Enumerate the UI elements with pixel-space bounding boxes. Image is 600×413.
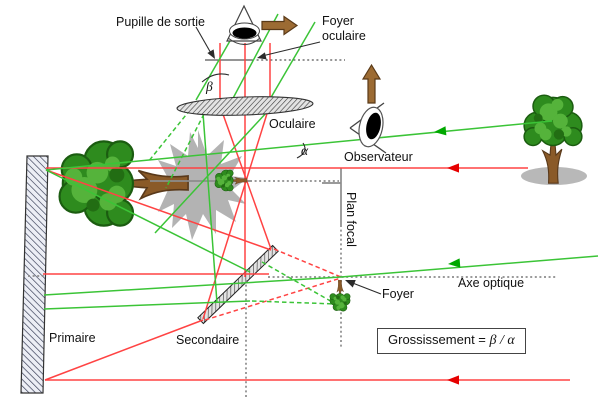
foyer-oculaire-pointer-arrowhead [257,52,267,60]
eye-top-icon [226,4,262,46]
label-pointers [195,26,382,295]
eyepiece-focus-label-line2: oculaire [322,29,366,43]
green-ray-dashed-focus-2 [251,300,337,305]
green-arrowhead-observer [434,126,447,136]
green-ray-lower [43,300,251,310]
observer-eye-icon [349,102,387,154]
magnification-formula: Grossissement = β / α [377,328,526,354]
green-ray-primary-secondary [45,169,251,273]
foyer-pointer [349,281,382,295]
formula-lhs: Grossissement = [388,332,490,347]
green-ray-arrowheads [434,126,461,268]
formula-rhs: β / α [489,333,515,348]
red-arrowhead-bottom [447,375,459,385]
beta-angle-label: β [206,79,213,94]
secondary-mirror-label: Secondaire [176,333,240,347]
green-ray-exit-3 [265,21,316,107]
green-ray-dashed-virtual-1 [147,109,191,163]
red-ray-dashed-to-focus-2 [204,277,342,321]
green-ray-dashed-focus-1 [261,261,335,304]
image-direction-up-arrow-icon [361,63,382,104]
eyepiece-focus-label-line1: Foyer [322,14,354,28]
green-ray-ocular-virtual [154,111,268,234]
foyer-pointer-arrowhead [345,280,356,288]
green-ray-observer-tree [45,120,553,171]
red-rays [43,43,570,381]
red-ray-primary-secondary-2 [45,169,272,251]
focal-plane-label: Plan focal [344,192,358,247]
green-ray-focus-right [340,255,599,278]
focus-label: Foyer [382,287,414,301]
beta-angle-arc [201,73,230,83]
green-arrowhead-axis [448,258,461,268]
red-ray-primary-secondary [44,319,204,381]
ocular-label: Oculaire [269,117,316,131]
red-ray-dashed-to-focus-1 [273,248,342,278]
red-arrowhead-observer [447,163,459,173]
optical-axis-label: Axe optique [458,276,525,290]
intermediate-image-tree-icon [214,169,248,192]
alpha-angle-label: α [301,143,309,158]
exit-pupil-pointer-arrowhead [207,49,215,59]
red-ray-arrowheads [447,163,459,385]
inverted-image-tree-icon [329,279,351,312]
foyer-oculaire-pointer [261,41,321,57]
object-tree-icon [521,94,587,185]
exit-pupil-label: Pupille de sortie [116,15,205,29]
green-ray-ocular-secondary [202,112,218,304]
ocular-lens [176,96,314,116]
primary-mirror-label: Primaire [49,331,96,345]
green-rays [43,13,599,310]
primary-mirror [20,155,49,394]
green-ray-dashed-virtual-2 [165,113,205,189]
image-direction-right-arrow-icon [261,15,299,36]
red-ray-secondary-ocular [202,103,271,320]
alpha-angle-arc [296,142,306,159]
green-ray-to-focus [43,276,342,296]
observer-label: Observateur [344,150,413,164]
exit-pupil-pointer [195,26,213,56]
